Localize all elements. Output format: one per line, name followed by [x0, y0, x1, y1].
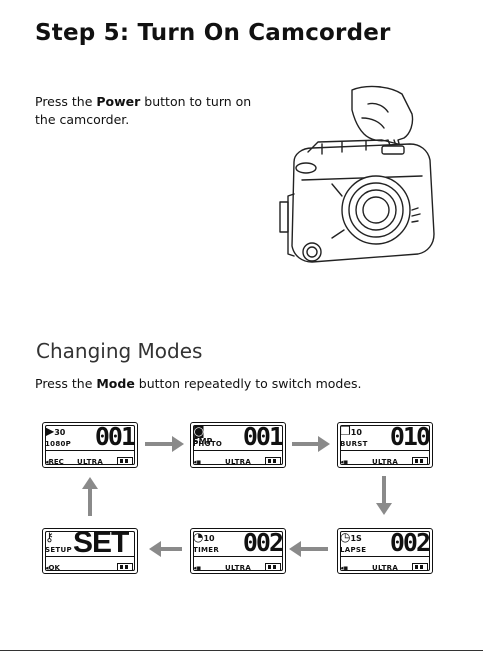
- arrow-left-icon: [289, 541, 328, 557]
- arrow-left-icon: [149, 541, 182, 557]
- arrow-down-icon: [376, 476, 392, 515]
- arrow-right-icon: [292, 436, 330, 452]
- arrow-up-icon: [82, 477, 98, 516]
- divider: [0, 650, 483, 651]
- arrow-right-icon: [145, 436, 184, 452]
